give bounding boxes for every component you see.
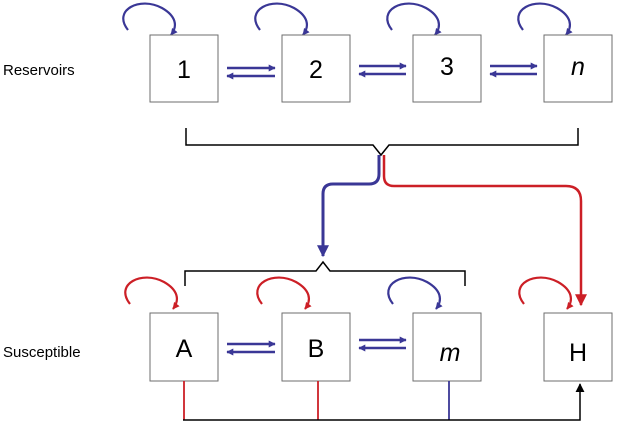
blue-flow-to-animals [317,155,381,258]
susceptible-box-h-label: H [569,339,587,367]
reservoir-box-3: 3 [412,34,482,103]
reservoir-box-1-label: 1 [177,56,191,84]
reservoirs-brace [185,128,579,157]
exchange-arrows-b-m [358,336,407,352]
susceptible-box-a-label: A [176,335,193,363]
susceptible-box-m: m [412,312,482,382]
susceptible-box-b: B [281,312,351,382]
reservoir-box-2: 2 [281,34,351,103]
exchange-arrows-a-b [226,340,276,356]
self-loop-h [518,276,574,310]
reservoir-box-1: 1 [149,34,219,103]
exchange-arrows-1-2 [226,64,276,80]
self-loop-a [124,276,180,310]
self-loop-2 [254,2,310,36]
self-loop-b [256,276,312,310]
red-flow-to-h [382,155,587,307]
reservoir-box-3-label: 3 [440,53,454,81]
exchange-arrows-3-n [489,62,538,78]
susceptible-box-m-label: m [440,339,461,367]
reservoir-box-n: n [543,34,613,103]
susceptible-box-h: H [543,312,613,382]
self-loop-n [517,2,573,36]
susceptible-box-a: A [149,312,219,382]
susceptible-brace [184,260,466,286]
reservoir-box-2-label: 2 [309,56,323,84]
susceptible-box-b-label: B [308,335,325,363]
self-loop-3 [386,2,442,36]
reservoirs-row-label: Reservoirs [3,62,75,79]
self-loop-1 [122,2,178,36]
reservoir-box-n-label: n [571,53,585,81]
exchange-arrows-2-3 [358,62,407,78]
self-loop-m [387,276,443,310]
collector-line-to-h [183,383,585,421]
susceptible-row-label: Susceptible [3,344,81,361]
